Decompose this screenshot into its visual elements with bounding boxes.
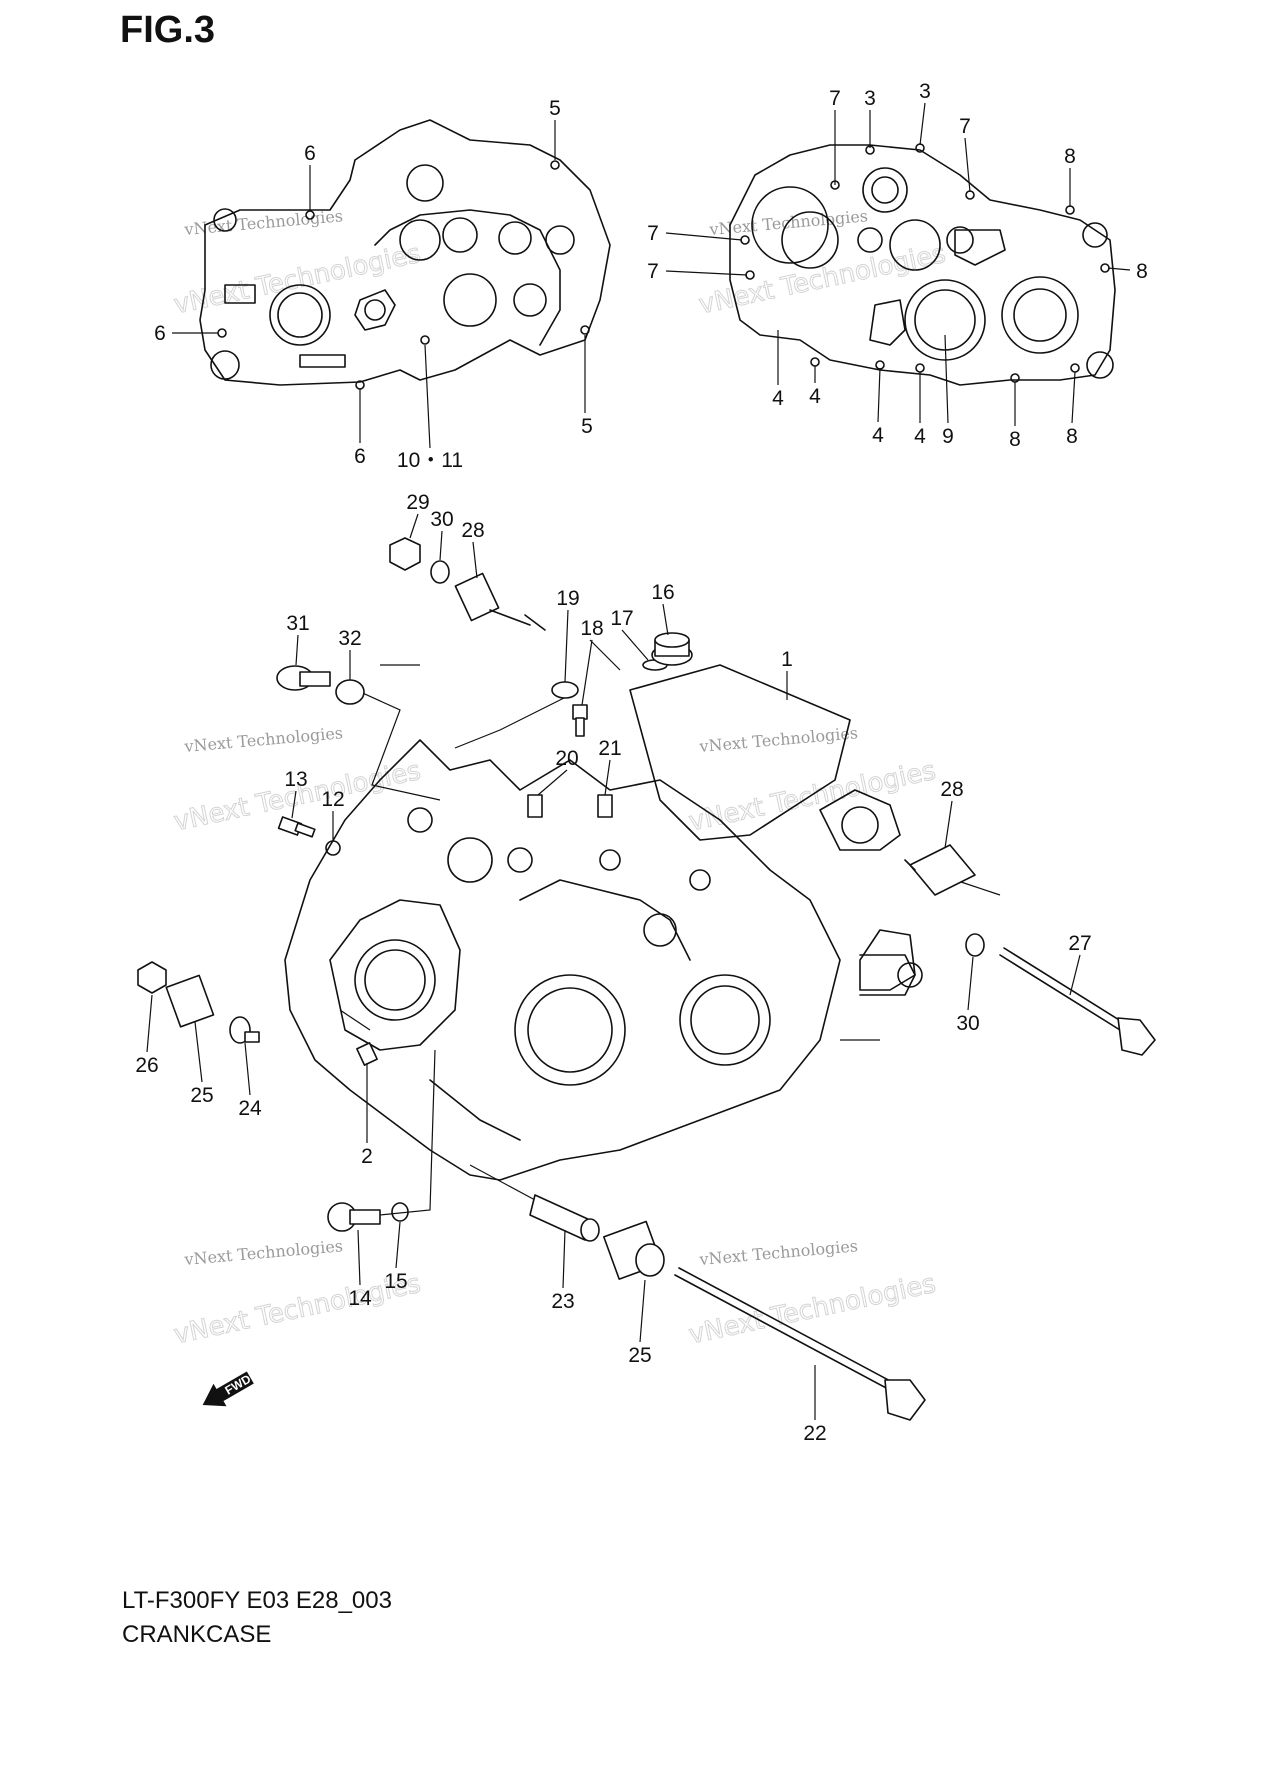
watermark-line1: vNext Technologies	[183, 1236, 344, 1269]
callout-32: 32	[338, 627, 361, 650]
part-16-cap	[651, 632, 693, 666]
callout-8: 8	[1009, 428, 1021, 451]
callout-6: 6	[154, 322, 166, 345]
callout-2: 2	[361, 1145, 373, 1168]
callout-25: 25	[190, 1084, 213, 1107]
callout-16: 16	[651, 581, 674, 604]
callout-7: 7	[647, 222, 659, 245]
callout-28: 28	[940, 778, 963, 801]
part-2-dowel	[356, 1042, 378, 1066]
part-30-washer-right	[965, 933, 985, 957]
callout-8: 8	[1136, 260, 1148, 283]
callout-7: 7	[829, 87, 841, 110]
fwd-arrow-icon: FWD	[202, 1371, 254, 1407]
watermark-line1: vNext Technologies	[698, 1236, 859, 1269]
watermark-line2: vNext Technologies	[686, 1269, 938, 1351]
callout-4: 4	[872, 424, 884, 447]
part-18-bolt	[572, 704, 588, 737]
part-20-dowel	[527, 794, 543, 818]
part-13-bolt	[277, 816, 316, 838]
part-25-filter-bottom	[603, 1220, 665, 1280]
callout-17: 17	[610, 607, 633, 630]
part-12-washer	[325, 840, 341, 856]
watermark-line2: vNext Technologies	[696, 239, 948, 321]
part-bolts-and-fittings	[137, 537, 1156, 1421]
part-24-plug	[229, 1016, 260, 1044]
callout-25: 25	[628, 1344, 651, 1367]
callout-19: 19	[556, 587, 579, 610]
section-name-caption: CRANKCASE	[122, 1621, 271, 1648]
watermark-bottom-left: vNext Technologies vNext Technologies	[171, 1236, 424, 1351]
callout-27: 27	[1068, 932, 1091, 955]
figure-title: FIG.3	[120, 9, 215, 51]
callout-6: 6	[304, 142, 316, 165]
part-15-washer	[391, 1202, 409, 1222]
callout-30: 30	[956, 1012, 979, 1035]
callout-31: 31	[286, 612, 309, 635]
callout-8: 8	[1064, 145, 1076, 168]
callout-4: 4	[809, 385, 821, 408]
assembly-leader-lines	[339, 639, 1001, 1216]
watermark-line1: vNext Technologies	[183, 206, 344, 239]
model-code-caption: LT-F300FY E03 E28_003	[122, 1587, 392, 1614]
callout-1: 1	[781, 648, 793, 671]
callout-3: 3	[919, 80, 931, 103]
part-26-nut	[137, 961, 167, 994]
callout-10-11: 10・11	[397, 449, 463, 472]
part-32-washer	[335, 679, 365, 705]
callout-8: 8	[1066, 425, 1078, 448]
watermark-top-center: vNext Technologies vNext Technologies	[696, 206, 949, 321]
part-27-long-bolt	[999, 947, 1156, 1056]
callout-7: 7	[959, 115, 971, 138]
callout-21: 21	[598, 737, 621, 760]
callouts: 5 6 6 6 10・11 5 7 3 3 7 8 7 7 8 4 4 4 4	[135, 80, 1148, 1445]
callout-22: 22	[803, 1422, 826, 1445]
crankcase-assembly	[284, 664, 923, 1181]
callout-6: 6	[354, 445, 366, 468]
part-21-dowel	[597, 794, 613, 818]
callout-13: 13	[284, 768, 307, 791]
part-25-filter	[165, 974, 215, 1028]
part-28-filter	[454, 572, 546, 631]
callout-4: 4	[772, 387, 784, 410]
watermark-line1: vNext Technologies	[698, 723, 859, 756]
callout-5: 5	[549, 97, 561, 120]
callout-9: 9	[942, 425, 954, 448]
callout-14: 14	[348, 1287, 372, 1310]
part-28-filter-right	[904, 844, 976, 896]
part-19-washer	[551, 681, 579, 699]
part-22-long-bolt	[674, 1267, 926, 1421]
callout-24: 24	[238, 1097, 262, 1120]
callout-29: 29	[406, 491, 429, 514]
part-29-nut	[389, 537, 421, 571]
callout-7: 7	[647, 260, 659, 283]
callout-30: 30	[430, 508, 453, 531]
part-30-washer	[430, 560, 450, 584]
callout-3: 3	[864, 87, 876, 110]
callout-4: 4	[914, 425, 926, 448]
part-31-bolt	[276, 665, 331, 691]
callout-23: 23	[551, 1290, 574, 1313]
callout-28: 28	[461, 519, 484, 542]
watermark-line1: vNext Technologies	[183, 723, 344, 756]
callout-12: 12	[321, 788, 344, 811]
callout-20: 20	[555, 747, 578, 770]
callout-15: 15	[384, 1270, 407, 1293]
callout-18: 18	[580, 617, 603, 640]
callout-26: 26	[135, 1054, 158, 1077]
part-23-sleeve	[529, 1194, 600, 1242]
watermark-bottom-center: vNext Technologies vNext Technologies	[686, 1236, 939, 1351]
watermark-mid-center: vNext Technologies vNext Technologies	[686, 723, 939, 838]
part-14-bolt	[327, 1202, 381, 1232]
callout-5: 5	[581, 415, 593, 438]
